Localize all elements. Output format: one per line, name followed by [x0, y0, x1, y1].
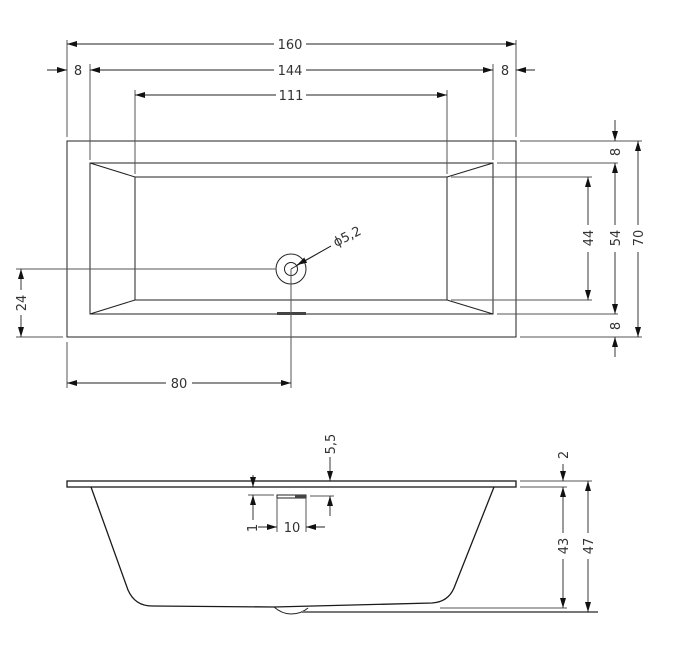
label-10: 10 [284, 521, 301, 536]
dim-drain-offset-x: 80 [66, 269, 292, 392]
corner-slope-lines [89, 162, 494, 315]
dim-rim-left: 8 [47, 64, 82, 79]
label-160: 160 [278, 38, 303, 53]
dim-rim-right: 8 [501, 64, 535, 79]
label-8-bottom: 8 [609, 322, 624, 330]
dim-overflow-offset: 5,5 [310, 434, 339, 516]
dim-inner-width: 54 [609, 163, 624, 314]
label-5-5: 5,5 [324, 434, 339, 455]
dim-drain-offset-y: 24 [15, 268, 276, 338]
dim-bottom-width: 44 [582, 177, 597, 300]
label-111: 111 [279, 89, 304, 104]
dim-inner-depth: 43 [557, 487, 572, 608]
dim-overflow-height: 1 [246, 475, 274, 532]
label-8-left: 8 [74, 64, 82, 79]
label-70: 70 [632, 230, 647, 247]
extension-lines-top [66, 40, 517, 174]
label-1: 1 [246, 524, 261, 532]
side-body-profile [90, 486, 495, 608]
label-44: 44 [582, 230, 597, 247]
label-144: 144 [278, 64, 303, 79]
label-54: 54 [609, 230, 624, 247]
label-80: 80 [171, 377, 188, 392]
side-rim-outline [66, 480, 517, 488]
dim-overflow-width: 10 [258, 498, 325, 536]
side-drain-bump [273, 606, 309, 615]
dim-rim-bottom: 8 [609, 322, 624, 357]
dim-overall-length: 160 [67, 38, 516, 53]
dim-rim-top: 8 [609, 120, 624, 156]
dim-overall-width: 70 [632, 141, 647, 337]
dim-bottom-length: 111 [135, 89, 447, 104]
label-8-top: 8 [609, 148, 624, 156]
dim-inner-length: 144 [90, 64, 493, 79]
extension-lines-side [440, 480, 592, 609]
dim-overall-height: 47 [582, 481, 597, 612]
label-47: 47 [582, 538, 597, 555]
top-view: 160 144 111 8 8 [15, 38, 647, 392]
side-view: 5,5 1 10 2 [66, 434, 598, 615]
label-2: 2 [557, 451, 572, 459]
dim-rim-thickness: 2 [557, 451, 572, 481]
extension-lines-right [451, 140, 642, 338]
label-43: 43 [557, 538, 572, 555]
label-24: 24 [15, 295, 30, 312]
label-drain-diameter: ϕ5,2 [331, 224, 364, 251]
label-8-right: 8 [501, 64, 509, 79]
dim-drain-diameter: ϕ5,2 [290, 224, 364, 270]
